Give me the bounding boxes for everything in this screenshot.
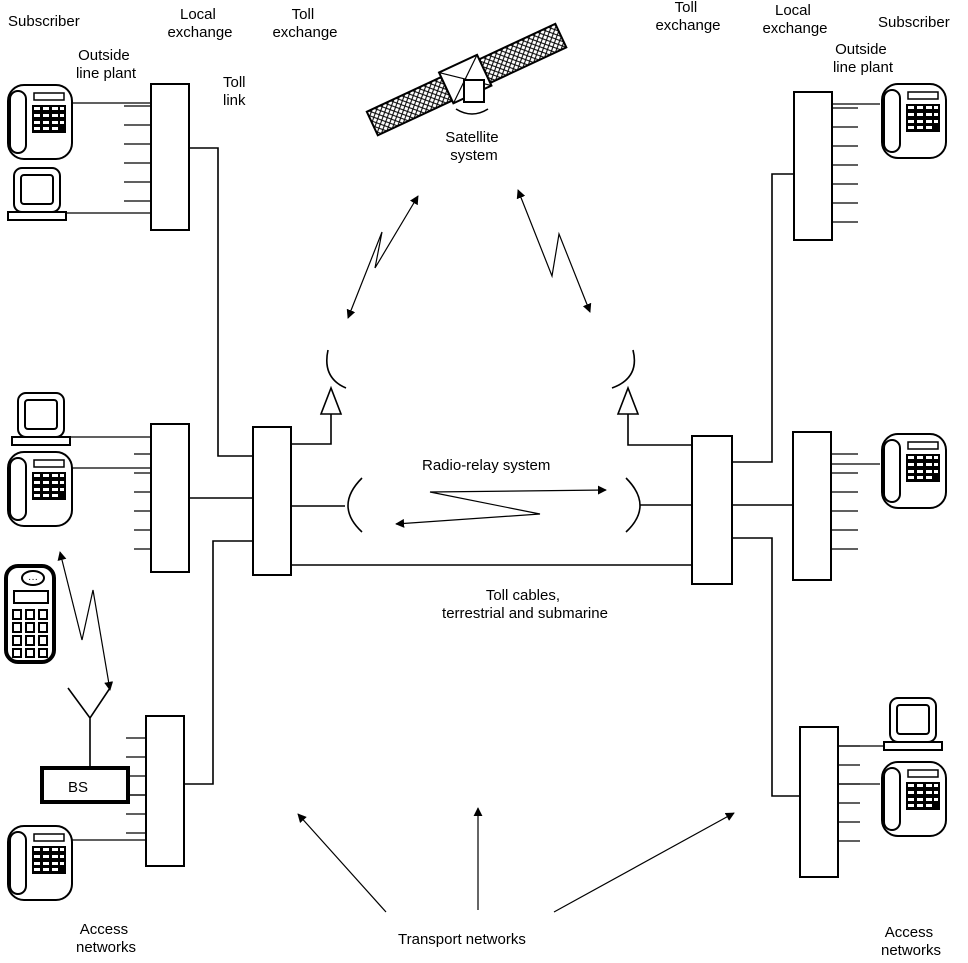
outside-line-plant-left-label: Outside line plant: [76, 47, 137, 82]
label-line: link: [223, 92, 246, 109]
local-exchange-top-left: [150, 83, 190, 231]
link-bottom-left: [184, 540, 253, 785]
toll-exchange-right: [691, 435, 733, 585]
transport-arrow-left: [297, 813, 387, 913]
telephone-icon: [881, 761, 947, 837]
local-exchange-left-label: Local exchange: [167, 6, 232, 41]
telephone-icon: [881, 433, 947, 509]
local-exchange-bottom-left: [145, 715, 185, 867]
toll-exchange-left: [252, 426, 292, 576]
label-line: networks: [881, 942, 941, 959]
local-exchange-mid-left: [150, 423, 190, 573]
telephone-icon: [881, 83, 947, 159]
radio-relay-antenna-icon: [347, 477, 363, 533]
label-line: terrestrial and submarine: [442, 605, 608, 622]
satellite-uplink-left: [346, 195, 419, 319]
antenna-icon: [67, 687, 111, 768]
telephone-icon: [7, 825, 73, 901]
label-line: exchange: [272, 24, 337, 41]
toll-exchange-left-label: Toll exchange: [272, 6, 337, 41]
label-line: system: [450, 147, 498, 164]
line-stubs-mid-left: [134, 453, 151, 550]
toll-link-top-right: [732, 173, 794, 463]
telephone-icon: [7, 84, 73, 160]
label-line: networks: [76, 939, 136, 956]
local-exchange-top-right: [793, 91, 833, 241]
line-stubs-top-right: [832, 107, 858, 223]
computer-terminal-icon: [883, 697, 943, 751]
base-station-box: [40, 766, 130, 804]
mobile-phone-icon: ···: [4, 564, 56, 664]
line-stubs-mid-right: [831, 453, 858, 550]
access-networks-right-label: Access networks: [881, 924, 941, 959]
transport-networks-label: Transport networks: [398, 931, 526, 948]
radio-relay-system-label: Radio-relay system: [422, 457, 550, 474]
line-stubs-bottom-right: [838, 745, 860, 842]
label-line: exchange: [655, 17, 720, 34]
line-stubs-top-left: [124, 105, 151, 202]
toll-cables-label: Toll cables, terrestrial and submarine: [442, 587, 608, 622]
toll-link-label: Toll link: [223, 74, 250, 109]
base-station-label: BS: [68, 779, 88, 796]
telephone-icon: [7, 451, 73, 527]
toll-link-top-left: [189, 147, 253, 457]
svg-text:···: ···: [28, 574, 38, 585]
radio-relay-link: [395, 485, 607, 528]
toll-exchange-right-label: Toll exchange: [655, 0, 720, 34]
computer-terminal-icon: [7, 167, 67, 221]
label-line: exchange: [762, 20, 827, 37]
link-to-dish-right: [627, 414, 692, 446]
dish-antenna-icon: [319, 349, 347, 415]
dish-antenna-icon: [611, 349, 640, 415]
outside-line-plant-right-label: Outside line plant: [833, 41, 894, 76]
label-line: line plant: [833, 59, 894, 76]
mobile-radio-link: [57, 551, 114, 691]
local-exchange-mid-right: [792, 431, 832, 581]
link-to-dish-left: [291, 414, 332, 445]
label-line: line plant: [76, 65, 137, 82]
satellite-system-label: Satellite system: [445, 129, 503, 164]
local-exchange-right-label: Local exchange: [762, 2, 827, 37]
transport-arrow-right: [553, 812, 735, 913]
satellite-icon: [365, 22, 568, 137]
link-bottom-right: [732, 537, 800, 797]
subscriber-left-label: Subscriber: [8, 13, 80, 30]
satellite-uplink-right: [516, 189, 592, 313]
access-networks-left-label: Access networks: [76, 921, 136, 956]
subscriber-right-label: Subscriber: [878, 14, 950, 31]
computer-terminal-icon: [11, 392, 71, 446]
local-exchange-bottom-right: [799, 726, 839, 878]
label-line: exchange: [167, 24, 232, 41]
radio-relay-antenna-icon: [625, 477, 641, 533]
